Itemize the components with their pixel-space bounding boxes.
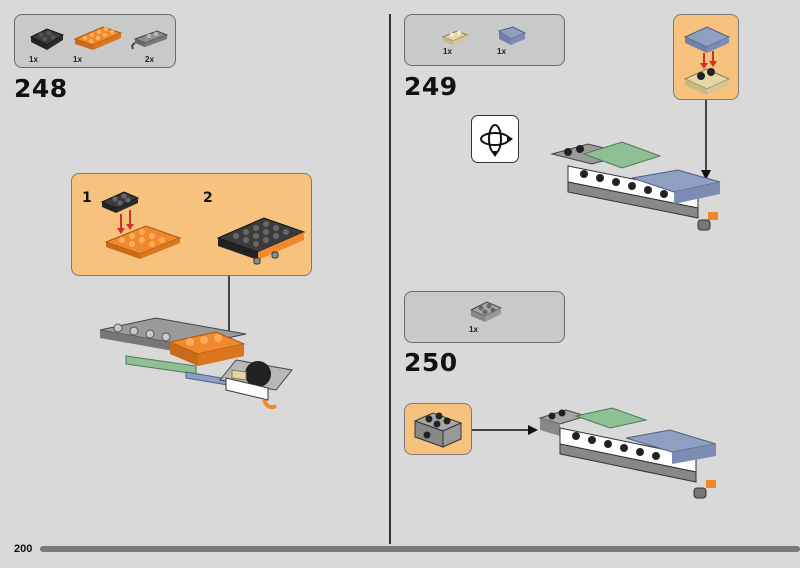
orange-plate-icon [73,26,123,50]
dark-gray-plate-icon [29,28,65,50]
substep-number: 1 [82,190,92,206]
part-qty: 1x [497,47,506,56]
part-qty: 1x [443,47,452,56]
subassembly-illustration [413,412,463,448]
tan-plate-icon [441,30,469,45]
subassembly-callout [673,14,739,100]
assembly-arrow [701,100,711,180]
light-gray-bracket-icon [469,301,503,322]
step-number: 248 [14,74,68,103]
substep-callout: 1 2 [71,173,312,276]
part-qty: 2x [145,55,154,64]
part-qty: 1x [29,55,38,64]
sand-blue-slope-icon [497,26,527,45]
step-number: 249 [404,72,458,101]
subassembly-illustration [683,26,731,95]
rotate-model-icon [471,115,519,163]
subassembly-callout [404,403,472,455]
part-qty: 1x [469,325,478,334]
substep-2-illustration [216,217,306,265]
substep-1-illustration [100,191,182,259]
assembly-arrow [472,425,538,435]
part-qty: 1x [73,55,82,64]
parts-box-250: 1x [404,291,565,343]
parts-box-249: 1x 1x [404,14,565,66]
model-illustration-248 [99,317,293,410]
substep-number: 2 [203,190,213,206]
step-number: 250 [404,348,458,377]
gray-clip-plate-icon [131,30,169,50]
page-divider [389,14,391,544]
page-footer-bar [40,546,800,552]
page-number: 200 [14,543,33,555]
parts-box-248: 1x 1x 2x [14,14,176,68]
model-illustration-249 [550,141,721,231]
model-illustration-250 [538,407,717,499]
